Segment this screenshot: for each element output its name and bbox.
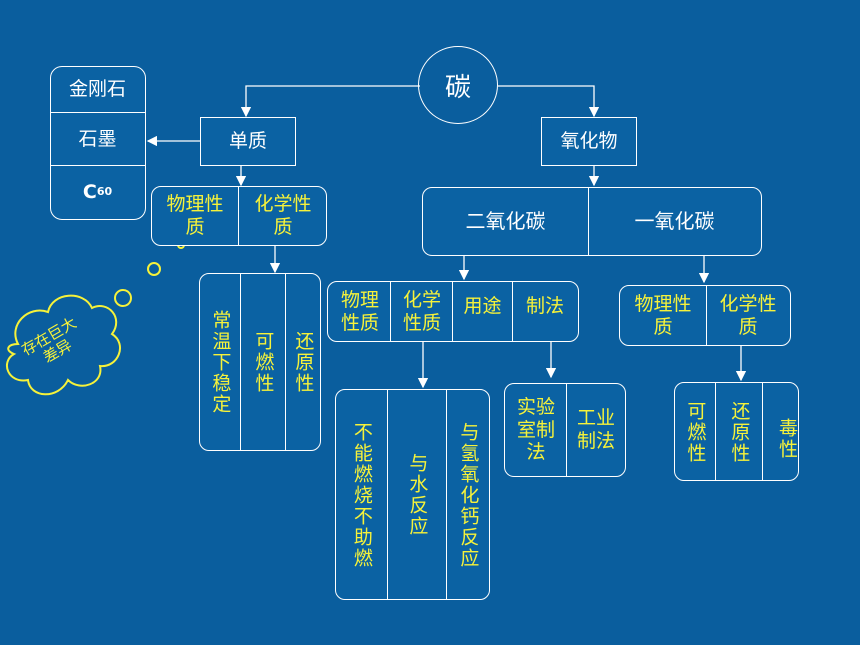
root-node-carbon: 碳 bbox=[418, 46, 498, 124]
elemental-node: 单质 bbox=[200, 117, 296, 166]
co2-chemical-items-box: 不能燃烧不助燃 与水反应 与氢氧化钙反应 bbox=[335, 389, 490, 600]
elemental-chemical-items-box: 常温下稳定 可燃性 还原性 bbox=[199, 273, 321, 451]
co-flammability: 可燃性 bbox=[684, 400, 707, 464]
co2-not-combustible: 不能燃烧不助燃 bbox=[350, 421, 373, 569]
co-toxicity: 毒性 bbox=[776, 418, 798, 460]
co-chemical-items-box: 可燃性 还原性 毒性 bbox=[674, 382, 799, 481]
co2-uses: 用途 bbox=[463, 294, 502, 317]
co2-reacts-with-water: 与水反应 bbox=[406, 453, 429, 537]
co-label: 一氧化碳 bbox=[634, 209, 715, 233]
flammability: 可燃性 bbox=[252, 330, 275, 394]
lab-preparation: 实验室制法 bbox=[516, 395, 555, 464]
co-physical-properties: 物理性质 bbox=[634, 292, 692, 338]
diamond-label: 金刚石 bbox=[68, 78, 126, 101]
co2-preparation: 制法 bbox=[525, 294, 564, 317]
elemental-properties-box: 物理性质 化学性质 bbox=[151, 186, 327, 246]
co-reducibility: 还原性 bbox=[728, 400, 751, 464]
co2-label: 二氧化碳 bbox=[465, 209, 546, 233]
co-headers-box: 物理性质 化学性质 bbox=[619, 285, 791, 346]
co2-headers-box: 物理性质 化学性质 用途 制法 bbox=[327, 281, 579, 342]
co2-chemical-properties: 化学性质 bbox=[402, 288, 441, 334]
co2-preparation-box: 实验室制法 工业制法 bbox=[504, 383, 626, 477]
industrial-preparation: 工业制法 bbox=[576, 407, 615, 452]
elemental-chemical-properties: 化学性质 bbox=[254, 193, 312, 238]
reducibility: 还原性 bbox=[292, 330, 315, 394]
root-label: 碳 bbox=[444, 72, 471, 103]
elemental-physical-properties: 物理性质 bbox=[166, 193, 224, 238]
co-chemical-properties: 化学性质 bbox=[719, 292, 777, 338]
oxides-types-box: 二氧化碳 一氧化碳 bbox=[422, 187, 762, 256]
co2-reacts-with-limewater: 与氢氧化钙反应 bbox=[457, 421, 480, 569]
oxides-node: 氧化物 bbox=[541, 117, 637, 166]
co2-physical-properties: 物理性质 bbox=[340, 288, 379, 334]
stable-at-room-temp: 常温下稳定 bbox=[209, 309, 232, 415]
graphite-label: 石墨 bbox=[78, 127, 117, 150]
